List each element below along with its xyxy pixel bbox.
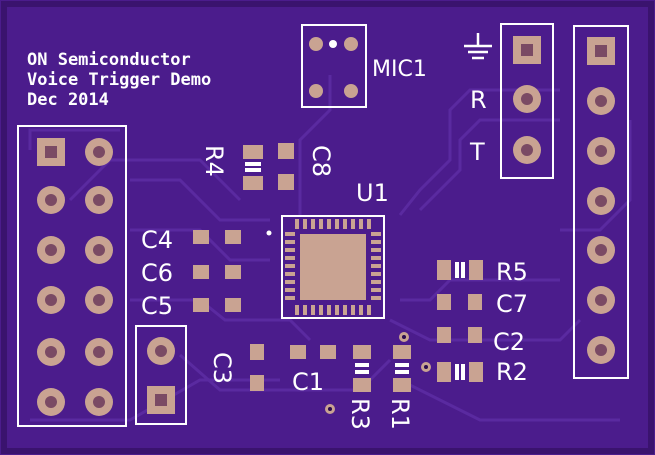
c7-footprint	[437, 294, 482, 310]
c4-footprint	[193, 230, 241, 244]
label-mic1: MIC1	[372, 57, 427, 82]
vias	[325, 332, 431, 414]
right-pin-header	[573, 25, 629, 379]
label-t: T	[469, 138, 485, 166]
c8-footprint	[278, 143, 294, 190]
c2-footprint	[437, 327, 482, 343]
label-r4: R4	[200, 145, 228, 177]
label-c8: C8	[307, 145, 335, 177]
label-c7: C7	[496, 290, 528, 318]
c1-footprint	[290, 345, 336, 359]
label-r: R	[470, 86, 487, 114]
r1-footprint	[393, 345, 411, 392]
r5-footprint	[437, 260, 483, 280]
r4-footprint	[243, 145, 263, 190]
two-pin-header	[135, 325, 187, 425]
label-r1: R1	[386, 398, 414, 430]
ground-icon	[464, 33, 492, 60]
left-pin-header	[17, 125, 127, 427]
copper-traces	[28, 75, 632, 422]
board-header-line-2: Voice Trigger Demo	[27, 70, 211, 90]
r2-footprint	[437, 362, 483, 382]
label-c3: C3	[208, 352, 236, 384]
c5-footprint	[193, 298, 241, 312]
r3-footprint	[353, 345, 371, 392]
label-r3: R3	[346, 398, 374, 430]
board-header-line-3: Dec 2014	[27, 90, 109, 110]
label-c5: C5	[141, 292, 173, 320]
label-c6: C6	[141, 259, 173, 287]
label-u1: U1	[356, 179, 389, 207]
c3-footprint	[250, 344, 264, 391]
microphone-footprint	[301, 24, 367, 108]
u1-qfn-footprint	[266, 215, 385, 319]
c6-footprint	[193, 265, 241, 279]
label-c4: C4	[141, 226, 173, 254]
label-r2: R2	[496, 358, 528, 386]
label-c2: C2	[493, 328, 525, 356]
label-r5: R5	[496, 258, 528, 286]
serial-header	[500, 23, 554, 179]
board-header-line-1: ON Semiconductor	[27, 50, 191, 70]
label-c1: C1	[292, 368, 324, 396]
